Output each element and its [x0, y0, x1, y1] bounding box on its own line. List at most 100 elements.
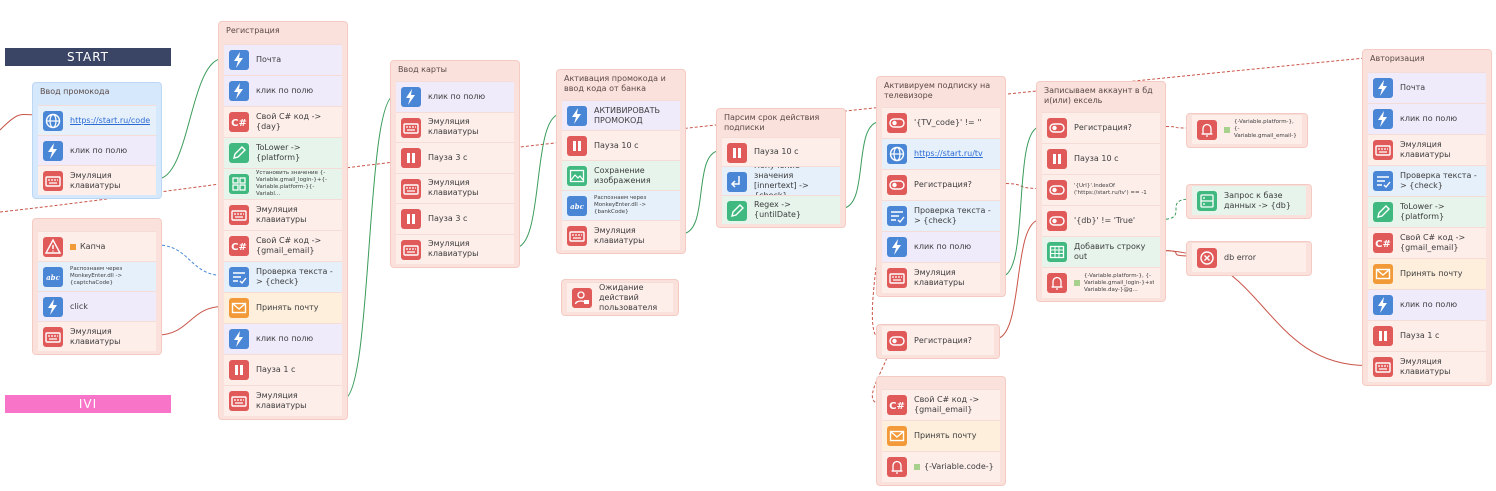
- wire-reg2-excel: [994, 219, 1042, 340]
- action-item[interactable]: Регистрация?: [882, 169, 1000, 200]
- error-icon: [1197, 248, 1217, 268]
- action-item[interactable]: Пауза 1 с: [1368, 320, 1486, 351]
- action-item[interactable]: C#Свой C# код -> {day}: [224, 106, 342, 137]
- action-item[interactable]: '{db}' != 'True': [1042, 205, 1160, 236]
- action-item[interactable]: Эмуляция клавиатуры: [38, 165, 156, 195]
- action-item[interactable]: Пауза 10 с: [1042, 143, 1160, 174]
- action-item[interactable]: Капча: [38, 231, 156, 261]
- action-item[interactable]: Регистрация?: [882, 325, 994, 355]
- action-item[interactable]: Эмуляция клавиатуры: [224, 385, 342, 416]
- action-item[interactable]: Эмуляция клавиатуры: [882, 262, 1000, 293]
- action-item[interactable]: C#Свой C# код -> {gmail_email}: [882, 389, 1000, 420]
- action-label: Эмуляция клавиатуры: [594, 225, 645, 245]
- action-item[interactable]: Запрос к базе данных -> {db}: [1192, 185, 1306, 215]
- block-bellbox[interactable]: {-Variable.platform-}, {-Variable.gmail_…: [1186, 113, 1308, 148]
- action-label[interactable]: https://start.ru/tv: [914, 149, 983, 158]
- bell-icon: [1047, 273, 1067, 293]
- action-item[interactable]: Эмуляция клавиатуры: [1368, 351, 1486, 382]
- action-item[interactable]: клик по полю: [396, 81, 514, 112]
- action-item[interactable]: Установить значение {-Variable.gmail_log…: [224, 168, 342, 199]
- action-item[interactable]: {-Variable.platform-}, {-Variable.gmail_…: [1042, 267, 1160, 298]
- action-item[interactable]: click: [38, 291, 156, 321]
- action-label: Свой C# код -> {day}: [256, 112, 322, 131]
- action-item[interactable]: клик по полю: [1368, 289, 1486, 320]
- action-item[interactable]: Принять почту: [1368, 258, 1486, 289]
- action-item[interactable]: {-Variable.platform-}, {-Variable.gmail_…: [1192, 114, 1302, 144]
- action-item[interactable]: Эмуляция клавиатуры: [396, 172, 514, 203]
- action-item[interactable]: Пауза 10 с: [562, 130, 680, 160]
- action-item[interactable]: Почта: [224, 44, 342, 75]
- action-item[interactable]: '{Url}'.IndexOf ('https://start.ru/tv') …: [1042, 174, 1160, 205]
- lightning-icon: [229, 81, 249, 101]
- action-item[interactable]: '{TV_code}' != '': [882, 107, 1000, 138]
- block-tv[interactable]: Активируем подписку на телевизоре'{TV_co…: [876, 76, 1006, 297]
- action-item[interactable]: ToLower -> {platform}: [1368, 196, 1486, 227]
- action-item[interactable]: Пауза 1 с: [224, 354, 342, 385]
- action-label: Эмуляция клавиатуры: [70, 170, 121, 190]
- action-item[interactable]: клик по полю: [224, 323, 342, 354]
- action-item[interactable]: Получение значения [innertext] -> {check…: [722, 166, 840, 195]
- block-reg2[interactable]: Регистрация?: [876, 324, 1000, 359]
- lightning-icon: [43, 141, 63, 161]
- block-activ[interactable]: Активация промокода и ввод кода от банка…: [556, 69, 686, 254]
- action-item[interactable]: Сохранение изображения: [562, 160, 680, 190]
- action-item[interactable]: Эмуляция клавиатуры: [38, 321, 156, 351]
- action-item[interactable]: Regex -> {untilDate}: [722, 195, 840, 224]
- action-item[interactable]: Пауза 10 с: [722, 137, 840, 166]
- action-item[interactable]: Почта: [1368, 72, 1486, 103]
- action-item[interactable]: клик по полю: [224, 75, 342, 106]
- wire-captcha-mail: [156, 306, 224, 336]
- block-title: Ввод карты: [398, 65, 447, 74]
- action-item[interactable]: Ожидание действий пользователя: [567, 282, 673, 312]
- action-item[interactable]: АКТИВИРОВАТЬ ПРОМОКОД: [562, 100, 680, 130]
- action-item[interactable]: Эмуляция клавиатуры: [1368, 134, 1486, 165]
- action-item[interactable]: {-Variable.code-}: [882, 451, 1000, 482]
- action-item[interactable]: https://start.ru/code: [38, 105, 156, 135]
- block-dbbox[interactable]: Запрос к базе данных -> {db}: [1186, 184, 1312, 219]
- action-item[interactable]: Проверка текста -> {check}: [1368, 165, 1486, 196]
- action-item[interactable]: C#Свой C# код -> {gmail_email}: [1368, 227, 1486, 258]
- grid-icon: [229, 174, 249, 194]
- action-item[interactable]: клик по полю: [1368, 103, 1486, 134]
- action-item[interactable]: Принять почту: [882, 420, 1000, 451]
- action-item[interactable]: Пауза 3 с: [396, 203, 514, 234]
- action-item[interactable]: Эмуляция клавиатуры: [396, 111, 514, 142]
- action-item[interactable]: Эмуляция клавиатуры: [562, 220, 680, 250]
- action-item[interactable]: Регистрация?: [1042, 112, 1160, 143]
- action-item[interactable]: db error: [1192, 242, 1306, 272]
- block-errbox[interactable]: db error: [1186, 241, 1312, 276]
- block-wait[interactable]: Ожидание действий пользователя: [561, 279, 679, 316]
- action-item[interactable]: Проверка текста -> {check}: [224, 261, 342, 292]
- action-item[interactable]: Пауза 3 с: [396, 142, 514, 173]
- action-item[interactable]: клик по полю: [38, 135, 156, 165]
- block-csbox[interactable]: C#Свой C# код -> {gmail_email}Принять по…: [876, 376, 1006, 486]
- action-label: '{db}' != 'True': [1074, 216, 1136, 225]
- lightning-icon: [1373, 78, 1393, 98]
- csharp-icon: C#: [887, 395, 907, 415]
- action-item[interactable]: Принять почту: [224, 292, 342, 323]
- bell-icon: [1197, 120, 1217, 140]
- action-item[interactable]: https://start.ru/tv: [882, 138, 1000, 169]
- action-label: Регистрация?: [914, 335, 972, 345]
- start-tag: START: [5, 48, 171, 66]
- action-item[interactable]: Эмуляция клавиатуры: [224, 199, 342, 230]
- action-label[interactable]: https://start.ru/code: [70, 115, 150, 125]
- mail-icon: [229, 298, 249, 318]
- action-item[interactable]: клик по полю: [882, 231, 1000, 262]
- block-title: Активация промокода и ввод кода от банка: [564, 74, 666, 93]
- action-item[interactable]: Проверка текста -> {check}: [882, 200, 1000, 231]
- ivi-tag: IVI: [5, 395, 171, 413]
- action-item[interactable]: C#Свой C# код -> {gmail_email}: [224, 230, 342, 261]
- action-item[interactable]: Добавить строку out: [1042, 236, 1160, 267]
- action-item[interactable]: Эмуляция клавиатуры: [396, 233, 514, 264]
- action-item[interactable]: ToLower -> {platform}: [224, 137, 342, 168]
